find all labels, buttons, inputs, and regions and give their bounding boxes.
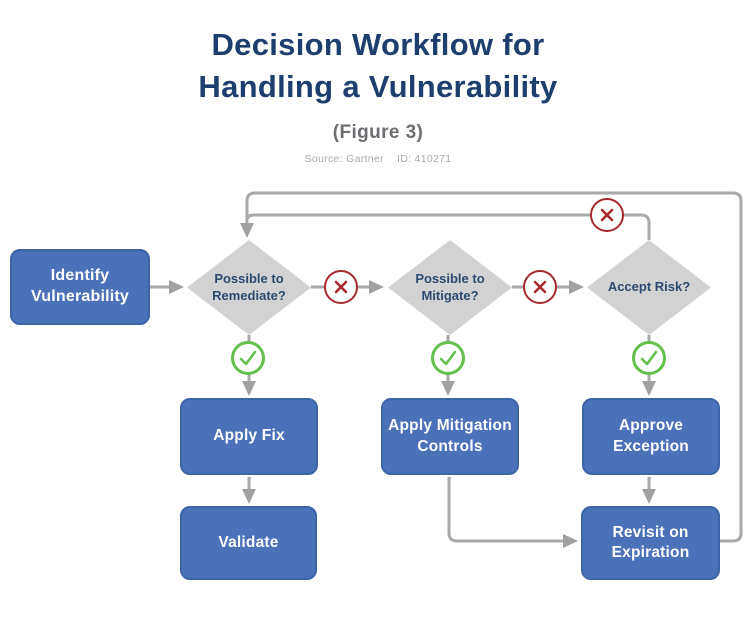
decision-label: Possible to Mitigate? <box>415 270 485 303</box>
yes-badge-remediate <box>231 341 265 375</box>
action-apply-mitigation-controls: Apply Mitigation Controls <box>381 398 519 475</box>
action-validate: Validate <box>180 506 317 580</box>
decision-label: Possible to Remediate? <box>212 270 286 303</box>
check-icon <box>439 350 457 366</box>
action-apply-fix: Apply Fix <box>180 398 318 475</box>
connector-controls-revisit <box>447 477 578 548</box>
action-label: Approve Exception <box>613 417 689 455</box>
x-icon <box>334 280 348 294</box>
action-revisit-on-expiration: Revisit on Expiration <box>581 506 720 580</box>
yes-badge-accept-risk <box>632 341 666 375</box>
source-id: ID: 410271 <box>397 153 452 165</box>
figure-header: Decision Workflow for Handling a Vulnera… <box>0 24 756 165</box>
no-badge-mitigate <box>523 270 557 304</box>
source-line: Source: Gartner ID: 410271 <box>0 153 756 165</box>
action-label: Apply Mitigation Controls <box>388 417 512 455</box>
x-icon <box>600 208 614 222</box>
page-title-line1: Decision Workflow for <box>211 27 545 62</box>
check-icon <box>239 350 257 366</box>
decision-label: Accept Risk? <box>607 279 691 295</box>
start-node-identify-vulnerability: Identify Vulnerability <box>10 249 150 325</box>
x-icon <box>533 280 547 294</box>
no-badge-remediate <box>324 270 358 304</box>
action-approve-exception: Approve Exception <box>582 398 720 475</box>
connector-revisit-loop <box>245 191 743 543</box>
source-label: Source: Gartner <box>304 153 384 165</box>
action-label: Revisit on Expiration <box>611 523 690 561</box>
action-label: Apply Fix <box>213 427 285 445</box>
figure-label: (Figure 3) <box>332 122 424 143</box>
connector-acceptrisk-no-loop <box>245 213 651 240</box>
check-icon <box>640 350 658 366</box>
yes-badge-mitigate <box>431 341 465 375</box>
page-title-line2: Handling a Vulnerability <box>198 69 558 104</box>
start-node-label: Identify Vulnerability <box>30 267 130 305</box>
action-label: Validate <box>218 533 279 551</box>
no-badge-accept-risk <box>590 198 624 232</box>
